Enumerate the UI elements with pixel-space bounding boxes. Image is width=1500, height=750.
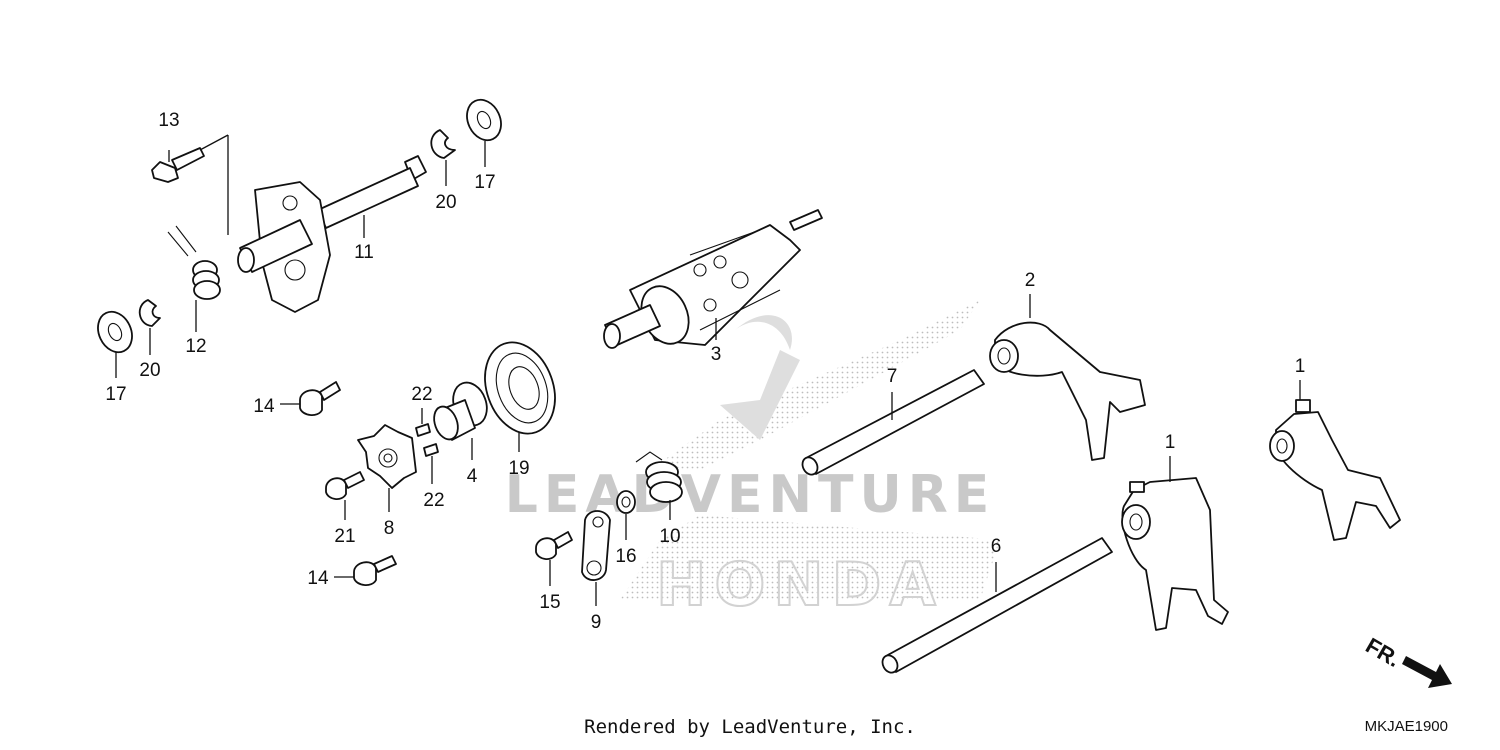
callout-22-upper: 22 <box>411 384 432 405</box>
watermark-wordmark: LEADVENTURE <box>505 465 996 525</box>
part-22-dowel-pins <box>415 423 439 457</box>
leadventure-watermark: LEADVENTURE HONDA <box>505 300 1000 621</box>
part-13-bolt <box>151 147 205 183</box>
part-20-circlip-left <box>138 299 161 327</box>
part-12-return-spring <box>167 225 221 300</box>
callout-15: 15 <box>539 592 560 613</box>
part-1-shift-fork-center <box>1121 477 1229 631</box>
callout-4: 4 <box>467 466 478 487</box>
part-20-circlip-right <box>430 129 456 159</box>
front-direction-arrowhead <box>1402 656 1452 688</box>
callout-7: 7 <box>887 366 898 387</box>
part-21-bolt <box>325 471 365 500</box>
part-10-spring <box>635 451 683 503</box>
callout-17-right: 17 <box>474 172 495 193</box>
part-15-bolt <box>535 531 573 560</box>
callout-12: 12 <box>185 336 206 357</box>
callout-14-upper: 14 <box>253 396 275 417</box>
part-6-fork-shaft <box>881 537 1113 674</box>
callout-13: 13 <box>158 110 179 131</box>
callout-19: 19 <box>508 458 529 479</box>
part-16-washer <box>616 490 636 514</box>
part-14-bolt-lower <box>353 555 397 586</box>
front-direction-label: FR. <box>1362 633 1405 672</box>
diagram-code: MKJAE1900 <box>1364 718 1448 735</box>
callout-1-center: 1 <box>1165 432 1176 453</box>
callout-17-left: 17 <box>105 384 126 405</box>
part-1-shift-fork-right <box>1269 399 1401 541</box>
part-19-bearing <box>484 341 556 435</box>
callout-8: 8 <box>384 518 395 539</box>
front-direction-arrow: FR. <box>1362 633 1452 688</box>
callout-21: 21 <box>334 526 355 547</box>
callout-14-lower: 14 <box>307 568 329 589</box>
part-8-drum-center <box>357 424 417 489</box>
leader-13b <box>199 134 229 151</box>
part-4-collar <box>433 381 488 441</box>
callout-16: 16 <box>615 546 636 567</box>
callout-20-right: 20 <box>435 192 456 213</box>
part-11-gearshift-spindle <box>237 155 427 313</box>
part-17-washer-left <box>97 310 133 354</box>
part-3-shift-drum <box>603 209 823 349</box>
callout-9: 9 <box>591 612 602 633</box>
part-2-shift-fork <box>989 321 1146 461</box>
callout-20-left: 20 <box>139 360 160 381</box>
callout-10: 10 <box>659 526 680 547</box>
callout-2: 2 <box>1025 270 1036 291</box>
callout-6: 6 <box>991 536 1002 557</box>
part-14-bolt-upper <box>299 381 341 416</box>
callout-22-lower: 22 <box>423 490 444 511</box>
callout-1-right: 1 <box>1295 356 1306 377</box>
part-7-fork-shaft <box>801 369 985 476</box>
part-9-stopper-arm <box>581 510 611 581</box>
watermark-brand: HONDA <box>656 550 944 620</box>
footer-credit: Rendered by LeadVenture, Inc. <box>584 716 916 738</box>
part-17-washer-right <box>466 98 502 142</box>
callout-11: 11 <box>354 242 374 263</box>
callout-3: 3 <box>711 344 722 365</box>
